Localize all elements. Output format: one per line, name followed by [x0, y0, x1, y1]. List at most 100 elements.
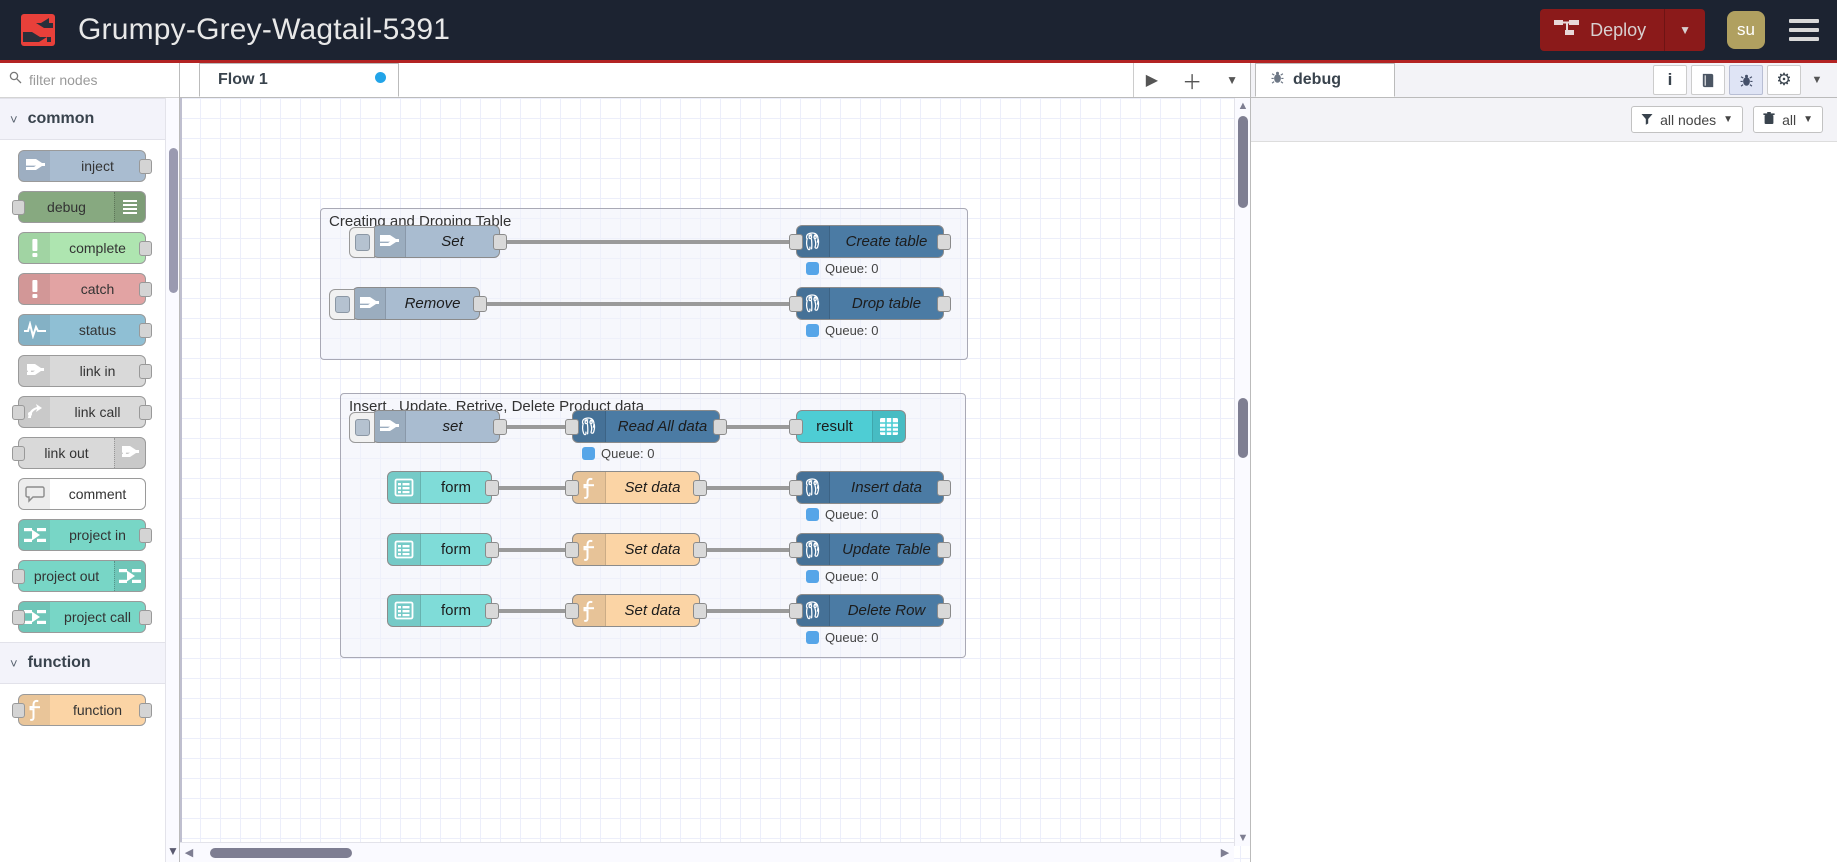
- flow-wire[interactable]: [700, 548, 796, 552]
- flow-wire[interactable]: [720, 425, 796, 429]
- flow-wire[interactable]: [492, 548, 572, 552]
- node-input-port[interactable]: [565, 542, 579, 558]
- flow-wire[interactable]: [480, 302, 796, 306]
- deploy-dropdown-caret[interactable]: ▼: [1679, 23, 1691, 37]
- node-output-port[interactable]: [693, 480, 707, 496]
- canvas-vscroll-thumb[interactable]: [1238, 116, 1248, 208]
- canvas-hscroll-thumb[interactable]: [210, 848, 352, 858]
- play-icon[interactable]: ▶: [1145, 72, 1159, 89]
- flow-wire[interactable]: [700, 486, 796, 490]
- node-output-port[interactable]: [485, 542, 499, 558]
- palette-scrollbar-thumb[interactable]: [169, 148, 178, 293]
- node-input-port[interactable]: [789, 480, 803, 496]
- node-input-port[interactable]: [789, 296, 803, 312]
- flow-node-drop[interactable]: Drop table: [789, 287, 951, 320]
- scroll-left-arrow-icon[interactable]: ◀: [184, 847, 194, 859]
- hamburger-menu-icon[interactable]: [1789, 19, 1819, 41]
- node-input-port[interactable]: [789, 419, 803, 435]
- flow-node-setd3[interactable]: Set data: [565, 594, 707, 627]
- inject-trigger-button[interactable]: [349, 412, 375, 443]
- palette-category-common[interactable]: ˅common: [0, 98, 179, 140]
- tab-flow-1[interactable]: Flow 1: [199, 63, 399, 97]
- flow-node-remove[interactable]: Remove: [329, 287, 487, 320]
- inject-trigger-button[interactable]: [349, 227, 375, 258]
- sidebar-more-chevron-down-icon[interactable]: ▼: [1811, 74, 1823, 86]
- avatar[interactable]: su: [1727, 11, 1765, 49]
- palette-node-link-out[interactable]: link out: [12, 437, 146, 469]
- canvas-vscroll-thumb-2[interactable]: [1238, 398, 1248, 458]
- node-output-port[interactable]: [693, 542, 707, 558]
- scroll-right-arrow-icon[interactable]: ▶: [1220, 847, 1230, 859]
- node-output-port[interactable]: [485, 603, 499, 619]
- node-output-port[interactable]: [937, 296, 951, 312]
- bug-icon[interactable]: [1729, 65, 1763, 95]
- clear-button[interactable]: all ▼: [1753, 106, 1823, 133]
- palette-category-function[interactable]: ˅function: [0, 642, 179, 684]
- flow-node-setd1[interactable]: Set data: [565, 471, 707, 504]
- node-output-port[interactable]: [713, 419, 727, 435]
- node-input-port[interactable]: [565, 603, 579, 619]
- add-flow-icon[interactable]: ＋: [1182, 71, 1203, 94]
- help-book-icon[interactable]: [1691, 65, 1725, 95]
- flow-wire[interactable]: [500, 425, 572, 429]
- palette-node-catch[interactable]: catch: [18, 273, 152, 305]
- node-output-port[interactable]: [493, 234, 507, 250]
- node-output-port[interactable]: [937, 542, 951, 558]
- flow-wire[interactable]: [500, 240, 796, 244]
- node-input-port[interactable]: [565, 419, 579, 435]
- palette-node-debug[interactable]: debug: [12, 191, 146, 223]
- flow-node-result[interactable]: result: [789, 410, 906, 443]
- filter-nodes-button[interactable]: all nodes ▼: [1631, 106, 1744, 133]
- palette-node-status[interactable]: status: [18, 314, 152, 346]
- palette-node-inject[interactable]: inject: [18, 150, 152, 182]
- palette-node-function[interactable]: function: [12, 694, 152, 726]
- node-output-port[interactable]: [473, 296, 487, 312]
- palette-node-link-in[interactable]: link in: [18, 355, 152, 387]
- flow-node-set2[interactable]: set: [349, 410, 507, 443]
- node-output-port[interactable]: [937, 480, 951, 496]
- palette-node-project-out[interactable]: project out: [12, 560, 146, 592]
- palette-node-comment[interactable]: comment: [18, 478, 146, 510]
- scroll-down-arrow-icon[interactable]: ▼: [167, 844, 179, 858]
- flow-node-set1[interactable]: Set: [349, 225, 507, 258]
- node-input-port[interactable]: [789, 234, 803, 250]
- canvas-horizontal-scrollbar[interactable]: ◀ ▶: [180, 842, 1234, 862]
- flow-wire[interactable]: [492, 609, 572, 613]
- palette-node-link-call[interactable]: link call: [12, 396, 152, 428]
- node-input-port[interactable]: [789, 542, 803, 558]
- palette-scrollbar[interactable]: ▼: [165, 98, 179, 862]
- deploy-button[interactable]: Deploy ▼: [1540, 9, 1705, 51]
- node-input-port[interactable]: [565, 480, 579, 496]
- debug-message-list[interactable]: [1251, 142, 1837, 862]
- canvas-vertical-scrollbar[interactable]: ▲ ▼: [1234, 98, 1250, 846]
- flow-wire[interactable]: [492, 486, 572, 490]
- node-output-port[interactable]: [485, 480, 499, 496]
- scroll-up-arrow-icon[interactable]: ▲: [1237, 100, 1249, 112]
- flow-menu-chevron-down-icon[interactable]: ▼: [1226, 73, 1238, 87]
- palette-node-complete[interactable]: complete: [18, 232, 152, 264]
- flow-node-create[interactable]: Create table: [789, 225, 951, 258]
- palette-node-project-in[interactable]: project in: [18, 519, 152, 551]
- flow-node-form3[interactable]: form: [387, 594, 499, 627]
- inject-trigger-button[interactable]: [329, 289, 355, 320]
- palette-node-project-call[interactable]: project call: [12, 601, 152, 633]
- flow-node-form1[interactable]: form: [387, 471, 499, 504]
- scroll-down-arrow-icon[interactable]: ▼: [1237, 832, 1249, 844]
- tab-debug[interactable]: debug: [1255, 63, 1395, 97]
- flow-node-delete[interactable]: Delete Row: [789, 594, 951, 627]
- flow-node-readall[interactable]: Read All data: [565, 410, 727, 443]
- node-output-port[interactable]: [937, 234, 951, 250]
- node-input-port[interactable]: [789, 603, 803, 619]
- filter-nodes-input[interactable]: filter nodes: [0, 63, 179, 98]
- node-output-port[interactable]: [493, 419, 507, 435]
- node-output-port[interactable]: [937, 603, 951, 619]
- flow-node-form2[interactable]: form: [387, 533, 499, 566]
- deploy-main[interactable]: Deploy: [1540, 9, 1666, 51]
- flow-node-update[interactable]: Update Table: [789, 533, 951, 566]
- node-output-port[interactable]: [693, 603, 707, 619]
- flow-node-setd2[interactable]: Set data: [565, 533, 707, 566]
- flow-wire[interactable]: [700, 609, 796, 613]
- info-icon[interactable]: i: [1653, 65, 1687, 95]
- flow-node-insert[interactable]: Insert data: [789, 471, 951, 504]
